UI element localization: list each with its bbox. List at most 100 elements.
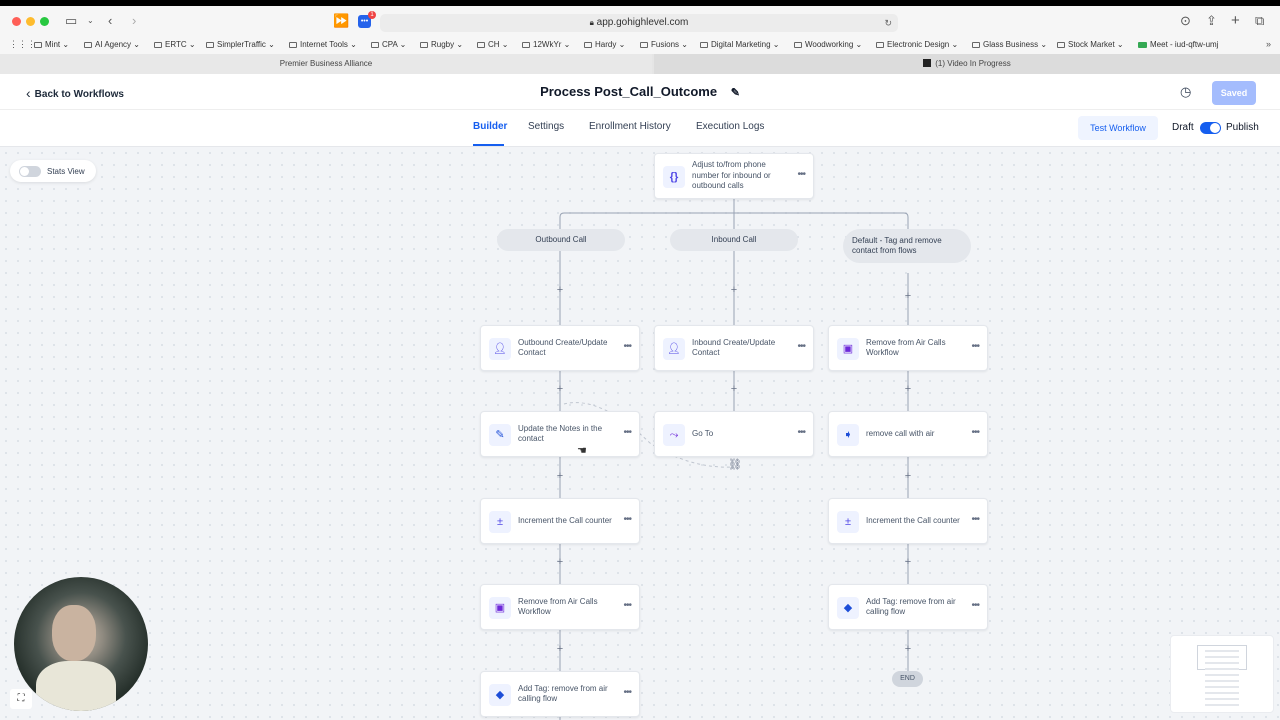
link-target-icon[interactable]: ⛓ xyxy=(728,459,742,471)
add-step-button[interactable]: + xyxy=(556,643,564,655)
publish-toggle[interactable] xyxy=(1200,122,1221,134)
workflow-node-adjust-phone[interactable]: {} Adjust to/from phone number for inbou… xyxy=(654,153,814,199)
download-icon[interactable]: ⊙ xyxy=(1180,13,1191,28)
workflow-node[interactable]: ◆ Add Tag: remove from air calling flow … xyxy=(480,671,640,717)
canvas-minimap[interactable] xyxy=(1170,635,1274,713)
bookmark-folder[interactable]: Hardy ⌄ xyxy=(584,40,625,49)
bookmark-folder[interactable]: AI Agency ⌄ xyxy=(84,40,140,49)
add-step-button[interactable]: + xyxy=(904,383,912,395)
bookmark-folder[interactable]: 12WkYr ⌄ xyxy=(522,40,570,49)
workflow-node[interactable]: 👤︎ Inbound Create/Update Contact ••• xyxy=(654,325,814,371)
more-bookmarks-icon[interactable]: » xyxy=(1266,39,1272,49)
tab-builder[interactable]: Builder xyxy=(473,121,508,132)
add-step-button[interactable]: + xyxy=(556,556,564,568)
edit-pencil-icon[interactable]: ✎ xyxy=(730,87,740,99)
reload-icon[interactable]: ↻ xyxy=(884,18,892,28)
more-options-icon[interactable]: ••• xyxy=(623,341,631,352)
bookmark-folder[interactable]: ERTC ⌄ xyxy=(154,40,196,49)
bookmark-folder[interactable]: Internet Tools ⌄ xyxy=(289,40,357,49)
workflow-node[interactable]: ▣ Remove from Air Calls Workflow ••• xyxy=(480,584,640,630)
share-icon[interactable]: ⇪ xyxy=(1206,13,1217,28)
extension-icon[interactable]: ••• xyxy=(358,15,371,28)
workflow-node[interactable]: ± Increment the Call counter ••• xyxy=(480,498,640,544)
page-title: Process Post_Call_Outcome xyxy=(540,84,718,99)
bookmark-folder[interactable]: Woodworking ⌄ xyxy=(794,40,862,49)
back-to-workflows-link[interactable]: ‹Back to Workflows xyxy=(26,85,124,101)
folder-icon xyxy=(154,42,162,48)
reader-forward-icon[interactable]: ⏩ xyxy=(333,13,350,28)
bookmark-folder[interactable]: CPA ⌄ xyxy=(371,40,406,49)
back-arrow-icon[interactable]: ‹ xyxy=(108,13,113,28)
workflow-node[interactable]: ✎ Update the Notes in the contact ••• xyxy=(480,411,640,457)
bookmark-folder[interactable]: Electronic Design ⌄ xyxy=(876,40,958,49)
close-window-button[interactable] xyxy=(12,17,21,26)
presenter-body xyxy=(36,661,116,711)
test-workflow-button[interactable]: Test Workflow xyxy=(1078,116,1158,140)
bookmark-folder[interactable]: Glass Business ⌄ xyxy=(972,40,1047,49)
workflow-nav: Builder Settings Enrollment History Exec… xyxy=(0,110,1280,147)
bookmark-folder[interactable]: Stock Market ⌄ xyxy=(1057,40,1124,49)
branch-outbound-call[interactable]: Outbound Call xyxy=(497,229,625,251)
more-options-icon[interactable]: ••• xyxy=(797,169,805,180)
add-step-button[interactable]: + xyxy=(904,470,912,482)
workflow-node[interactable]: 👤︎ Outbound Create/Update Contact ••• xyxy=(480,325,640,371)
more-options-icon[interactable]: ••• xyxy=(971,514,979,525)
add-step-button[interactable]: + xyxy=(904,643,912,655)
expand-icon[interactable]: ⛶ xyxy=(10,689,32,709)
forward-arrow-icon[interactable]: › xyxy=(132,13,137,28)
tab-overview-icon[interactable]: ⧉ xyxy=(1255,13,1265,28)
folder-icon xyxy=(477,42,485,48)
sidebar-icon[interactable]: ▭ xyxy=(65,13,78,28)
tab-settings[interactable]: Settings xyxy=(528,121,565,132)
tab-enrollment-history[interactable]: Enrollment History xyxy=(589,121,671,132)
add-step-button[interactable]: + xyxy=(730,383,738,395)
chevron-down-icon[interactable]: ⌄ xyxy=(87,16,94,25)
end-marker: END xyxy=(892,671,923,687)
address-bar[interactable]: 🔒︎ app.gohighlevel.com ↻ xyxy=(380,14,898,32)
history-icon[interactable]: ◷ xyxy=(1180,84,1192,99)
tab-premier[interactable]: Premier Business Alliance xyxy=(0,54,652,74)
more-options-icon[interactable]: ••• xyxy=(797,341,805,352)
more-options-icon[interactable]: ••• xyxy=(623,600,631,611)
more-options-icon[interactable]: ••• xyxy=(797,427,805,438)
workflow-node[interactable]: ▣ Remove from Air Calls Workflow ••• xyxy=(828,325,988,371)
bookmark-folder[interactable]: CH ⌄ xyxy=(477,40,509,49)
add-step-button[interactable]: + xyxy=(556,470,564,482)
workflow-canvas[interactable]: Stats View {} Adjust to/from phone numbe… xyxy=(0,147,1280,720)
stats-view-toggle[interactable]: Stats View xyxy=(10,160,96,182)
more-options-icon[interactable]: ••• xyxy=(971,341,979,352)
bookmark-folder[interactable]: Rugby ⌄ xyxy=(420,40,463,49)
minimize-window-button[interactable] xyxy=(26,17,35,26)
add-step-button[interactable]: + xyxy=(556,383,564,395)
bookmark-meet[interactable]: Meet - iud-qftw-umj xyxy=(1138,40,1218,49)
bookmark-folder[interactable]: Mint ⌄ xyxy=(34,40,69,49)
bookmark-folder[interactable]: Fusions ⌄ xyxy=(640,40,688,49)
add-step-button[interactable]: + xyxy=(904,556,912,568)
apps-grid-icon[interactable]: ⋮⋮⋮ xyxy=(9,39,36,49)
more-options-icon[interactable]: ••• xyxy=(623,514,631,525)
tab-execution-logs[interactable]: Execution Logs xyxy=(696,121,765,132)
browser-window: ▭ ⌄ ‹ › ⏩ ••• 1 🔒︎ app.gohighlevel.com ↻… xyxy=(0,6,1280,720)
saved-button[interactable]: Saved xyxy=(1212,81,1256,105)
bookmark-folder[interactable]: SimplerTraffic ⌄ xyxy=(206,40,275,49)
workflow-node[interactable]: ± Increment the Call counter ••• xyxy=(828,498,988,544)
workflow-node[interactable]: ⤳ Go To ••• xyxy=(654,411,814,457)
more-options-icon[interactable]: ••• xyxy=(623,427,631,438)
add-step-button[interactable]: + xyxy=(730,284,738,296)
add-step-button[interactable]: + xyxy=(904,290,912,302)
webcam-overlay xyxy=(14,577,148,711)
add-step-button[interactable]: + xyxy=(556,284,564,296)
bookmark-folder[interactable]: Digital Marketing ⌄ xyxy=(700,40,780,49)
branch-inbound-call[interactable]: Inbound Call xyxy=(670,229,798,251)
workflow-node[interactable]: ◆ Add Tag: remove from air calling flow … xyxy=(828,584,988,630)
new-tab-icon[interactable]: + xyxy=(1231,12,1240,29)
more-options-icon[interactable]: ••• xyxy=(971,600,979,611)
folder-icon xyxy=(640,42,648,48)
folder-icon xyxy=(34,42,42,48)
more-options-icon[interactable]: ••• xyxy=(623,687,631,698)
more-options-icon[interactable]: ••• xyxy=(971,427,979,438)
zoom-window-button[interactable] xyxy=(40,17,49,26)
branch-default[interactable]: Default - Tag and remove contact from fl… xyxy=(843,229,971,263)
workflow-node[interactable]: ➧ remove call with air ••• xyxy=(828,411,988,457)
tab-video[interactable]: (1) Video In Progress xyxy=(654,54,1280,74)
